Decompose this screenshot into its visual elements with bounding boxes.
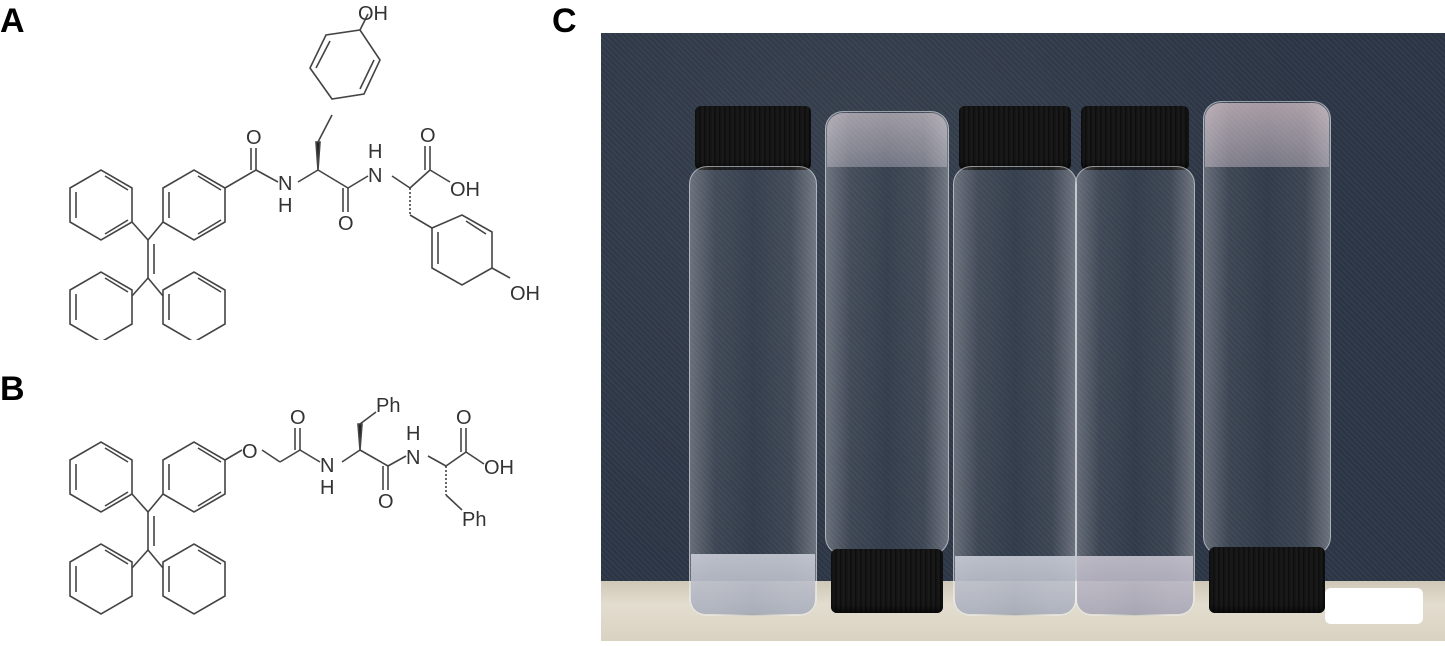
chemical-structure-b: O O Ph N H H N O O OH Ph xyxy=(30,380,570,641)
vial-5 xyxy=(1203,101,1331,613)
atom-o-acid: O xyxy=(456,407,472,429)
atom-ph-top: Ph xyxy=(376,395,400,417)
vial-glass xyxy=(825,111,949,555)
atom-n1: N xyxy=(278,173,292,195)
scale-bar xyxy=(1325,588,1423,624)
vial-4 xyxy=(1075,106,1195,616)
vial-glass xyxy=(689,166,817,616)
atom-o-acid: O xyxy=(420,125,436,147)
vial-glass xyxy=(953,166,1077,616)
atom-o-amide2: O xyxy=(378,491,394,513)
atom-o-amide2: O xyxy=(338,213,354,235)
vial-cap xyxy=(831,549,943,613)
panel-label-b: B xyxy=(0,370,25,408)
vial-liquid xyxy=(1077,556,1193,614)
atom-o-ether: O xyxy=(242,441,258,463)
vial-2 xyxy=(825,111,949,613)
atom-h1: H xyxy=(278,195,292,217)
vial-cap xyxy=(959,106,1071,170)
atom-h1: H xyxy=(320,477,334,499)
atom-h2: H xyxy=(406,423,420,445)
atom-oh-acid: OH xyxy=(484,457,514,479)
atom-o-amide1: O xyxy=(290,407,306,429)
vial-glass xyxy=(1203,101,1331,555)
vial-gel xyxy=(827,113,947,167)
atom-oh-acid: OH xyxy=(450,179,480,201)
atom-oh-top: OH xyxy=(358,3,388,25)
vial-liquid xyxy=(955,556,1075,614)
atom-n2: N xyxy=(406,447,420,469)
vial-liquid xyxy=(691,554,815,614)
atom-n2: N xyxy=(368,165,382,187)
atom-oh-bottom: OH xyxy=(510,283,540,305)
vial-cap xyxy=(1209,547,1325,613)
atom-h2: H xyxy=(368,141,382,163)
atom-n1: N xyxy=(320,455,334,477)
vial-cap xyxy=(695,106,811,170)
vials-photograph xyxy=(601,33,1445,641)
atom-o-amide1: O xyxy=(246,127,262,149)
vial-gel xyxy=(1205,103,1329,167)
vial-glass xyxy=(1075,166,1195,616)
panel-label-a: A xyxy=(0,2,25,40)
chemical-structure-a: OH O N H H N O O OH OH xyxy=(30,0,570,343)
atom-ph-bottom: Ph xyxy=(462,509,486,531)
vial-cap xyxy=(1081,106,1189,170)
vial-1 xyxy=(689,106,817,616)
panel-label-c: C xyxy=(552,2,577,40)
vial-3 xyxy=(953,106,1077,616)
